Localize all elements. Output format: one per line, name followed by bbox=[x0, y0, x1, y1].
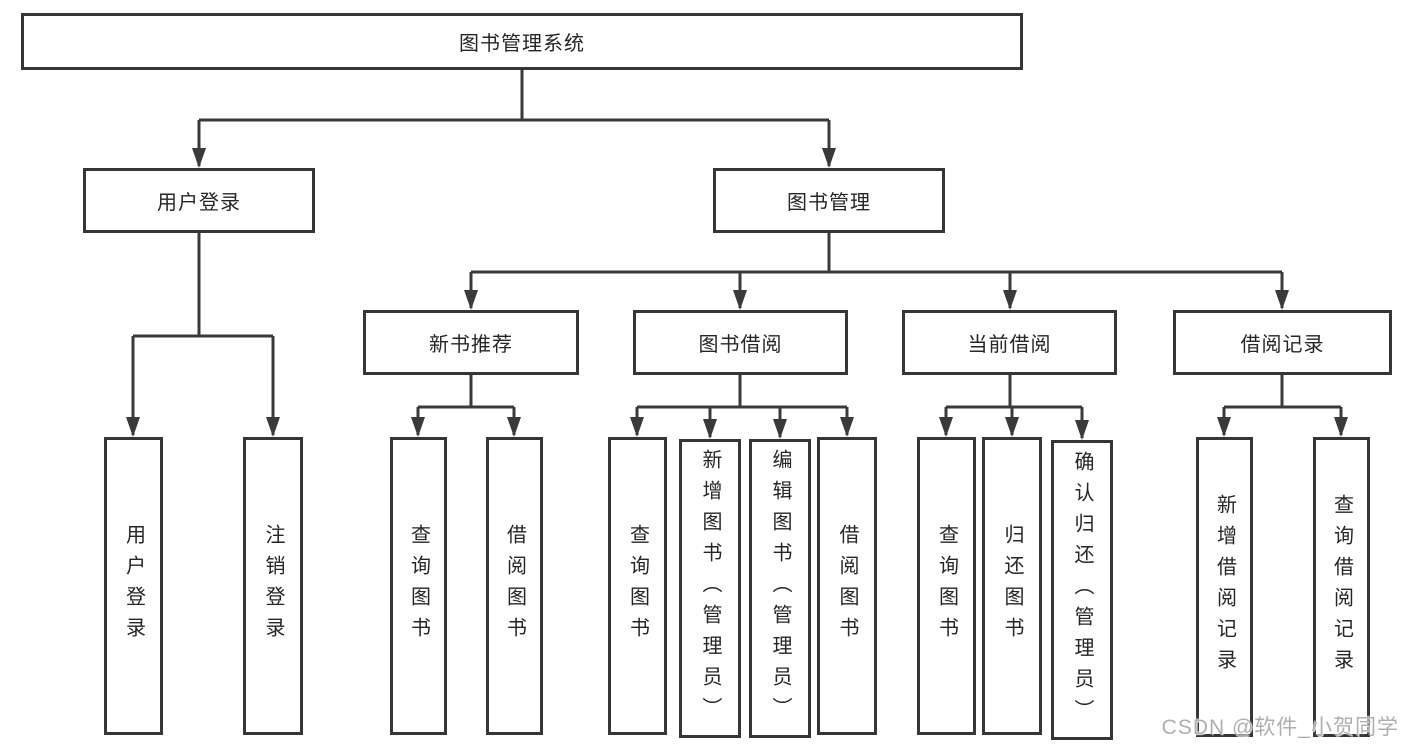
leaf-newbook-borrow-label: 借阅图书 bbox=[503, 524, 526, 648]
node-book-management: 图书管理 bbox=[713, 168, 945, 233]
node-borrow-records: 借阅记录 bbox=[1173, 310, 1392, 375]
arrow-down-icon bbox=[773, 419, 787, 439]
leaf-borrow-edit-book: 编辑图书（管理员） bbox=[749, 439, 811, 738]
leaf-newbook-borrow: 借阅图书 bbox=[486, 437, 543, 735]
arrow-down-icon bbox=[411, 417, 425, 437]
node-root: 图书管理系统 bbox=[21, 13, 1023, 70]
connector-root-to-level2 bbox=[197, 70, 831, 166]
leaf-user-login-label: 用户登录 bbox=[122, 524, 145, 648]
connector-user-login-children bbox=[131, 233, 275, 435]
leaf-borrow-book-label: 借阅图书 bbox=[836, 524, 858, 648]
arrow-down-icon bbox=[1275, 290, 1289, 310]
connector-book-borrow-children bbox=[635, 375, 849, 437]
connector-current-borrow-children bbox=[944, 375, 1084, 438]
arrow-down-icon bbox=[1217, 417, 1231, 437]
node-new-book-recommend: 新书推荐 bbox=[363, 310, 579, 375]
leaf-confirm-return: 确认归还（管理员） bbox=[1051, 440, 1113, 740]
leaf-return-book-label: 归还图书 bbox=[1001, 524, 1023, 648]
node-root-label: 图书管理系统 bbox=[459, 33, 585, 55]
leaf-confirm-return-label: 确认归还（管理员） bbox=[1071, 450, 1093, 730]
node-book-borrow-label: 图书借阅 bbox=[698, 334, 783, 356]
arrow-down-icon bbox=[126, 417, 140, 437]
arrow-down-icon bbox=[840, 417, 854, 437]
arrow-down-icon bbox=[939, 417, 953, 437]
leaf-borrow-edit-book-label: 编辑图书（管理员） bbox=[769, 449, 791, 728]
leaf-borrow-query: 查询图书 bbox=[608, 437, 667, 735]
leaf-return-book: 归还图书 bbox=[982, 437, 1042, 735]
leaf-add-borrow-record: 新增借阅记录 bbox=[1196, 437, 1253, 737]
arrow-down-icon bbox=[1334, 417, 1348, 437]
arrow-down-icon bbox=[1003, 290, 1017, 310]
arrow-down-icon bbox=[1005, 417, 1019, 437]
connector-records-children bbox=[1222, 375, 1343, 435]
connector-book-management-to-level3 bbox=[469, 233, 1284, 308]
node-current-borrow-label: 当前借阅 bbox=[967, 334, 1052, 356]
arrow-down-icon bbox=[630, 417, 644, 437]
leaf-user-login: 用户登录 bbox=[104, 437, 163, 735]
leaf-query-borrow-record: 查询借阅记录 bbox=[1313, 437, 1370, 737]
arrow-down-icon bbox=[507, 417, 521, 437]
leaf-newbook-query-label: 查询图书 bbox=[407, 524, 430, 648]
arrow-down-icon bbox=[464, 290, 478, 310]
leaf-add-borrow-record-label: 新增借阅记录 bbox=[1213, 494, 1236, 680]
arrow-down-icon bbox=[822, 148, 836, 168]
leaf-query-borrow-record-label: 查询借阅记录 bbox=[1330, 494, 1353, 680]
arrow-down-icon bbox=[266, 417, 280, 437]
node-book-management-label: 图书管理 bbox=[787, 192, 871, 214]
arrow-down-icon bbox=[192, 148, 206, 168]
leaf-current-query: 查询图书 bbox=[917, 437, 976, 735]
arrow-down-icon bbox=[733, 290, 747, 310]
leaf-current-query-label: 查询图书 bbox=[935, 524, 958, 648]
node-user-login-label: 用户登录 bbox=[157, 192, 241, 214]
leaf-borrow-book: 借阅图书 bbox=[817, 437, 877, 735]
node-new-book-recommend-label: 新书推荐 bbox=[429, 334, 513, 356]
connector-new-book-children bbox=[416, 375, 516, 435]
node-borrow-records-label: 借阅记录 bbox=[1240, 334, 1325, 356]
arrow-down-icon bbox=[1075, 420, 1089, 440]
leaf-borrow-add-book-label: 新增图书（管理员） bbox=[699, 449, 721, 728]
leaf-logout-label: 注销登录 bbox=[262, 524, 284, 648]
arrow-down-icon bbox=[703, 419, 717, 439]
csdn-watermark: CSDN @软件_小贺同学 bbox=[1161, 716, 1399, 739]
leaf-borrow-query-label: 查询图书 bbox=[626, 524, 649, 648]
node-book-borrow: 图书借阅 bbox=[633, 310, 848, 375]
node-current-borrow: 当前借阅 bbox=[902, 310, 1117, 375]
leaf-newbook-query: 查询图书 bbox=[390, 437, 447, 735]
leaf-borrow-add-book: 新增图书（管理员） bbox=[679, 439, 741, 738]
leaf-logout: 注销登录 bbox=[243, 437, 303, 735]
node-user-login: 用户登录 bbox=[83, 168, 315, 233]
